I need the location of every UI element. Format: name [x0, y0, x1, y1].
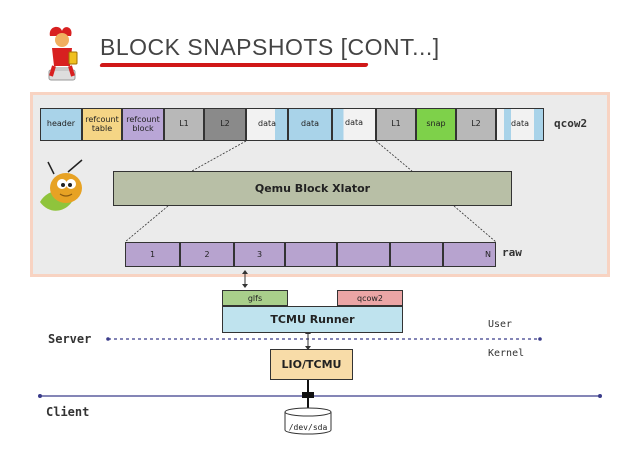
qcow2-format-label: qcow2 [554, 117, 588, 130]
qemu-block-xlator-box: Qemu Block Xlator [113, 171, 512, 206]
qcow2-cell-data-4: data [496, 108, 544, 141]
qcow2-cell-data-3: data [332, 108, 376, 141]
client-label: Client [46, 405, 90, 419]
glfs-box: glfs [222, 290, 288, 306]
raw-cell-4 [285, 242, 337, 267]
qcow2-cell-l1-snap: L1 [376, 108, 416, 141]
raw-cell-2: 2 [180, 242, 234, 267]
dev-sda-disk-label: /dev/sda [288, 423, 328, 432]
qcow2-cell-snap: snap [416, 108, 456, 141]
qcow2-cell-data-1: data [246, 108, 288, 141]
qcow2-cell-refcount-block: refcount block [122, 108, 164, 141]
server-label: Server [48, 332, 92, 346]
qcow2-handler-box: qcow2 [337, 290, 403, 306]
qcow2-cell-l2: L2 [204, 108, 246, 141]
qcow2-cell-header: header [40, 108, 82, 141]
raw-cell-3: 3 [234, 242, 285, 267]
qcow2-cell-l2-snap: L2 [456, 108, 496, 141]
user-space-label: User [488, 319, 513, 330]
raw-cell-6 [390, 242, 443, 267]
tcmu-runner-box: TCMU Runner [222, 306, 403, 333]
raw-cell-5 [337, 242, 390, 267]
qcow2-cell-refcount-table: refcount table [82, 108, 122, 141]
red-mascot-logo [48, 26, 78, 81]
gluster-ant-icon [40, 159, 83, 211]
qcow2-cell-data-2: data [288, 108, 332, 141]
lio-tcmu-box: LIO/TCMU [270, 349, 353, 380]
raw-format-label: raw [502, 246, 522, 259]
raw-cell-n: N [443, 242, 496, 267]
raw-cell-1: 1 [125, 242, 180, 267]
kernel-space-label: Kernel [488, 348, 525, 359]
qcow2-cell-l1: L1 [164, 108, 204, 141]
slide-title: BLOCK SNAPSHOTS [CONT...] [100, 34, 440, 60]
